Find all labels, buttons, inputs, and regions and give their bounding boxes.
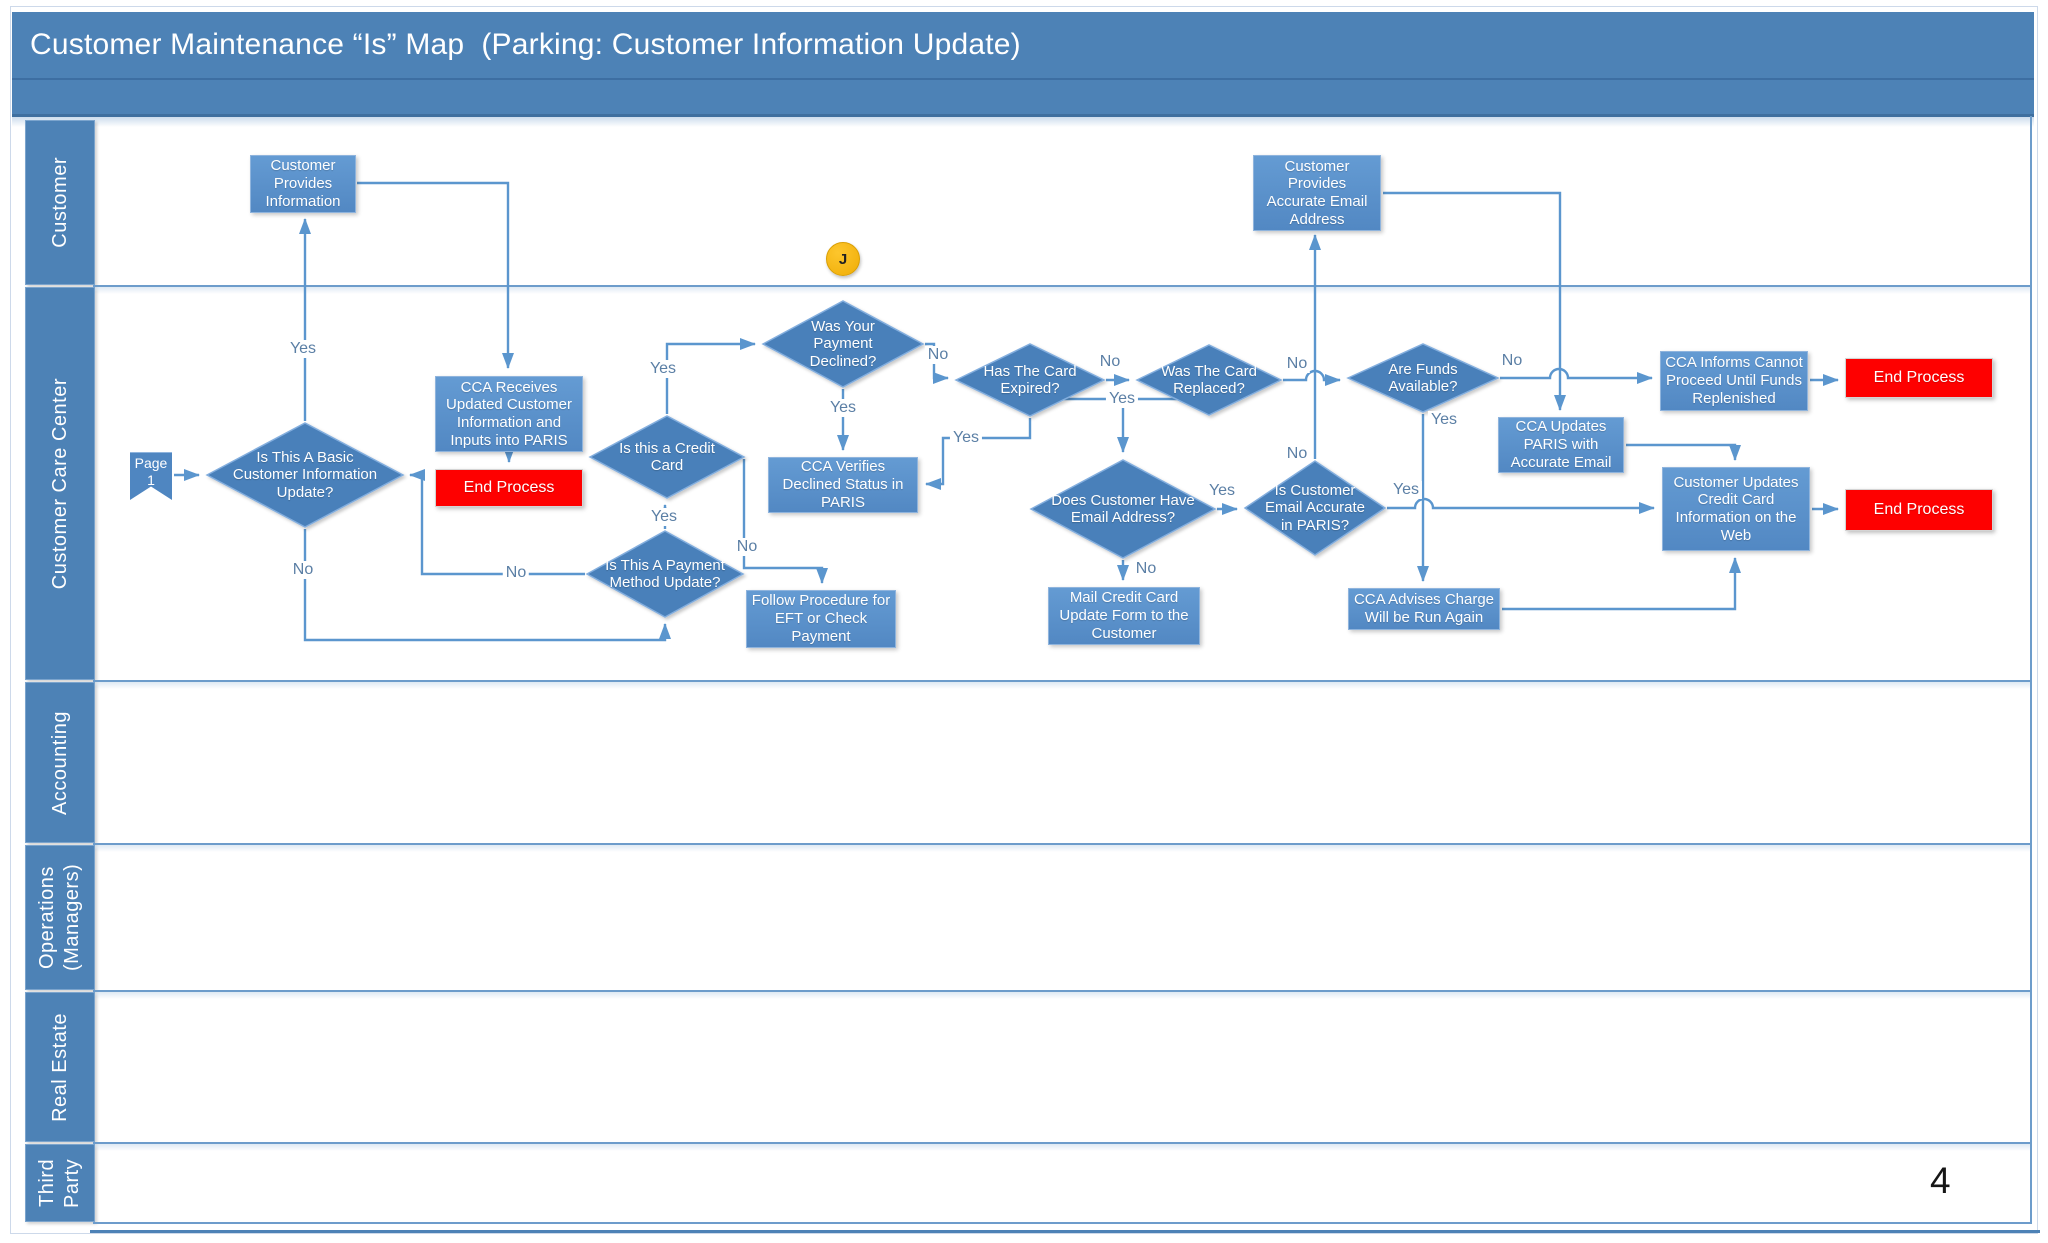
terminator-end-process-2: End Process <box>1845 358 1993 398</box>
process-cca-informs-cannot-proceed: CCA Informs Cannot Proceed Until Funds R… <box>1660 351 1808 411</box>
edge-label-yes: Yes <box>646 360 680 378</box>
swimlane-operations-managers: Operations (Managers) <box>25 845 95 990</box>
edge-label-no: No <box>924 346 952 364</box>
process-cca-verifies-declined-status: CCA Verifies Declined Status in PARIS <box>768 457 918 513</box>
edge-label-no: No <box>1283 445 1311 463</box>
edge-label-yes: Yes <box>647 508 681 526</box>
lane-separator <box>93 990 2032 992</box>
swimlane-third-party: Third Party <box>25 1144 95 1222</box>
lane-separator-shadow <box>93 992 2032 999</box>
page-number: 4 <box>1930 1160 1951 1201</box>
edge-label-yes: Yes <box>1389 481 1423 499</box>
off-page-connector-page1: Page 1 <box>130 452 172 500</box>
lane-separator-shadow <box>93 287 2032 294</box>
swimlane-label: Real Estate <box>48 1012 71 1122</box>
page-title: Customer Maintenance “Is” Map (Parking: … <box>30 28 1021 61</box>
process-cca-advises-charge-rerun: CCA Advises Charge Will be Run Again <box>1348 588 1500 630</box>
connector-j-badge: J <box>826 242 860 276</box>
sheet-bottom-line <box>90 1230 2040 1233</box>
process-customer-updates-card-web: Customer Updates Credit Card Information… <box>1662 467 1810 551</box>
lane-separator-shadow <box>93 1144 2032 1151</box>
decision-funds-available-label: Are Funds Available? <box>1388 360 1458 395</box>
process-mail-credit-card-form: Mail Credit Card Update Form to the Cust… <box>1048 587 1200 645</box>
edge-label-yes: Yes <box>1427 411 1461 429</box>
process-cca-updates-paris-email: CCA Updates PARIS with Accurate Email <box>1498 417 1624 473</box>
swimlane-label: Customer Care Center <box>48 377 71 590</box>
decision-card-expired-label: Has The Card Expired? <box>983 362 1077 397</box>
swimlane-label: Operations (Managers) <box>36 863 83 972</box>
edge-label-yes: Yes <box>826 399 860 417</box>
lane-separator <box>93 843 2032 845</box>
process-follow-procedure-eft-check: Follow Procedure for EFT or Check Paymen… <box>746 590 896 648</box>
edge-label-no: No <box>1283 355 1311 373</box>
process-cca-receives-updated-info: CCA Receives Updated Customer Informatio… <box>435 376 583 452</box>
edge-label-yes: Yes <box>1205 482 1239 500</box>
lane-separator-shadow <box>93 845 2032 852</box>
chart-right-border <box>2030 116 2032 1222</box>
decision-card-replaced-label: Was The Card Replaced? <box>1161 362 1257 397</box>
swimlane-customer-care-center: Customer Care Center <box>25 287 95 680</box>
terminator-end-process-3: End Process <box>1845 489 1993 531</box>
decision-credit-card-label: Is this a Credit Card <box>619 439 715 474</box>
decision-basic-update-label: Is This A Basic Customer Information Upd… <box>232 449 378 501</box>
swimlane-label: Customer <box>48 157 71 248</box>
edge-label-no: No <box>1096 353 1124 371</box>
edge-label-no: No <box>1498 352 1526 370</box>
swimlane-accounting: Accounting <box>25 682 95 843</box>
edge-label-no: No <box>1132 560 1160 578</box>
lane-separator <box>93 680 2032 682</box>
title-bar: Customer Maintenance “Is” Map (Parking: … <box>12 12 2034 80</box>
edge-label-no: No <box>733 538 761 556</box>
swimlane-label: Accounting <box>48 710 71 815</box>
decision-payment-declined-label: Was Your Payment Declined? <box>809 318 877 370</box>
lane-separator-shadow <box>93 682 2032 689</box>
edge-label-yes: Yes <box>1105 390 1139 408</box>
header-substrip <box>12 80 2034 117</box>
decision-has-email-label: Does Customer Have Email Address? <box>1051 491 1195 526</box>
edge-label-yes: Yes <box>286 340 320 358</box>
lane-separator <box>93 1142 2032 1144</box>
process-customer-provides-accurate-email: Customer Provides Accurate Email Address <box>1253 155 1381 231</box>
process-customer-provides-information: Customer Provides Information <box>250 155 356 213</box>
lane-separator <box>93 285 2032 287</box>
swimlane-label: Third Party <box>36 1158 83 1208</box>
edge-label-no: No <box>289 561 317 579</box>
decision-payment-method-label: Is This A Payment Method Update? <box>605 556 725 591</box>
swimlane-real-estate: Real Estate <box>25 992 95 1142</box>
header-shadow <box>12 117 2034 127</box>
lane-separator <box>93 1222 2032 1224</box>
decision-email-accurate-label: Is Customer Email Accurate in PARIS? <box>1264 482 1366 534</box>
edge-label-yes: Yes <box>949 429 983 447</box>
terminator-end-process-1: End Process <box>435 469 583 507</box>
swimlane-customer: Customer <box>25 120 95 285</box>
edge-label-no: No <box>502 564 530 582</box>
sheet-outline <box>10 6 2038 1234</box>
